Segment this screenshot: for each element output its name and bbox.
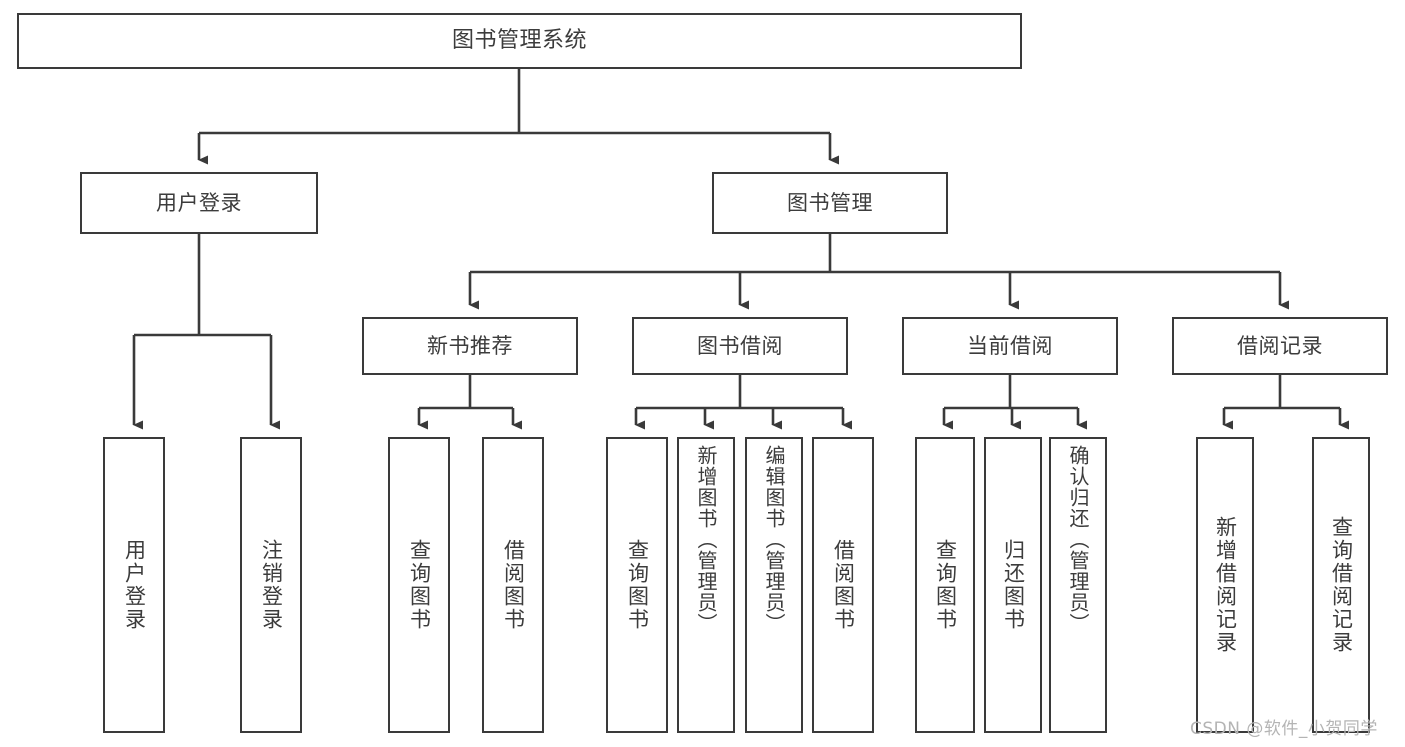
node-label: 查询图书 [933,539,958,631]
leaf-current-return-book[interactable]: 归还图书 [984,437,1042,733]
node-label: 用户登录 [156,190,242,215]
node-label: 查询借阅记录 [1329,516,1354,654]
leaf-borrow-add-book-admin[interactable]: 新增图书（管理员） [677,437,735,733]
node-label: 图书借阅 [697,333,783,358]
node-label: 确认归还（管理员） [1066,445,1090,634]
node-label: 新书推荐 [427,333,513,358]
node-book-borrow[interactable]: 图书借阅 [632,317,848,375]
node-user-login[interactable]: 用户登录 [80,172,318,234]
leaf-user-login[interactable]: 用户登录 [103,437,165,733]
node-label: 图书管理系统 [451,28,587,54]
node-label: 编辑图书（管理员） [762,445,786,634]
node-label: 归还图书 [1001,539,1026,631]
leaf-current-query-book[interactable]: 查询图书 [915,437,975,733]
node-label: 借阅图书 [831,539,856,631]
leaf-user-logout[interactable]: 注销登录 [240,437,302,733]
node-borrow-record[interactable]: 借阅记录 [1172,317,1388,375]
node-label: 借阅图书 [501,539,526,631]
leaf-recommend-query-book[interactable]: 查询图书 [388,437,450,733]
node-label: 查询图书 [625,539,650,631]
node-label: 当前借阅 [967,333,1053,358]
leaf-borrow-borrow-book[interactable]: 借阅图书 [812,437,874,733]
leaf-record-add-record[interactable]: 新增借阅记录 [1196,437,1254,733]
node-label: 注销登录 [259,539,284,631]
node-label: 用户登录 [122,539,147,631]
leaf-record-query-record[interactable]: 查询借阅记录 [1312,437,1370,733]
node-root-system[interactable]: 图书管理系统 [17,13,1022,69]
node-book-management[interactable]: 图书管理 [712,172,948,234]
node-label: 新增图书（管理员） [694,445,718,634]
node-label: 借阅记录 [1237,333,1323,358]
node-current-borrow[interactable]: 当前借阅 [902,317,1118,375]
node-label: 查询图书 [407,539,432,631]
node-label: 新增借阅记录 [1213,516,1238,654]
leaf-borrow-query-book[interactable]: 查询图书 [606,437,668,733]
node-new-book-recommend[interactable]: 新书推荐 [362,317,578,375]
leaf-borrow-edit-book-admin[interactable]: 编辑图书（管理员） [745,437,803,733]
csdn-watermark: CSDN @软件_小贺同学 [1190,719,1378,739]
node-label: 图书管理 [787,190,873,215]
leaf-recommend-borrow-book[interactable]: 借阅图书 [482,437,544,733]
leaf-current-confirm-return-admin[interactable]: 确认归还（管理员） [1049,437,1107,733]
